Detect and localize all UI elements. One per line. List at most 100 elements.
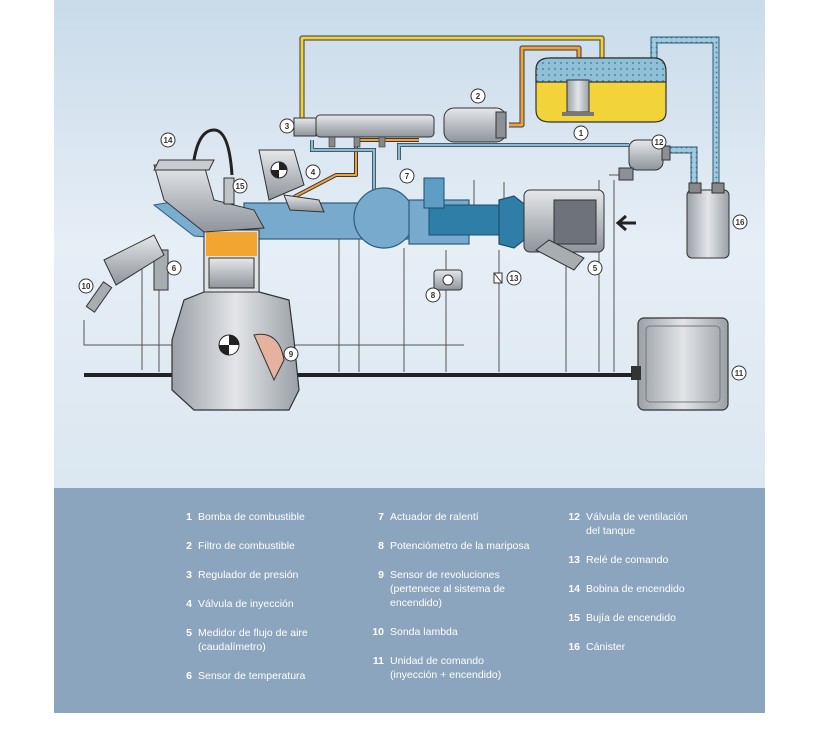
- engine: [153, 229, 300, 411]
- legend-item: 1 Bomba de combustible: [174, 510, 364, 524]
- command-relay: [493, 272, 503, 284]
- air-flow-meter: [523, 189, 605, 271]
- callout-9: 9: [283, 346, 299, 362]
- legend-number: 5: [186, 627, 192, 639]
- legend-number: 12: [568, 511, 580, 523]
- svg-text:2: 2: [476, 92, 481, 101]
- svg-text:13: 13: [510, 274, 519, 283]
- airflow-arrow-icon: [615, 214, 636, 232]
- legend-number: 11: [372, 655, 384, 667]
- legend-text: Medidor de flujo de aire (caudalímetro): [198, 627, 308, 653]
- legend-item: 16 Cánister: [562, 640, 752, 654]
- legend-column-2: 7 Actuador de ralentí 8 Potenciómetro de l…: [366, 510, 556, 682]
- legend-item: 13 Relé de comando: [562, 553, 752, 567]
- legend-text: Sensor de temperatura: [198, 670, 306, 682]
- legend-number: 1: [186, 511, 192, 523]
- legend-text: Bomba de combustible: [198, 511, 305, 523]
- legend-number: 14: [568, 583, 580, 595]
- cylinder-head: [153, 128, 325, 233]
- svg-text:10: 10: [82, 282, 91, 291]
- svg-text:7: 7: [405, 172, 410, 181]
- legend-number: 8: [378, 540, 384, 552]
- system-diagram: 1 2 3 4 5 6 7 8 9 10 11 12 13 14 15 16: [54, 0, 765, 488]
- svg-text:11: 11: [735, 369, 744, 378]
- legend-number: 9: [378, 569, 384, 581]
- legend-item: 8 Potenciómetro de la mariposa: [366, 539, 556, 553]
- callout-16: 16: [732, 214, 748, 230]
- callout-11: 11: [731, 365, 747, 381]
- legend-item: 5 Medidor de flujo de aire (caudalímetro): [174, 626, 364, 654]
- callout-5: 5: [587, 260, 603, 276]
- legend-text: Sonda lambda: [390, 626, 458, 638]
- svg-text:5: 5: [593, 264, 598, 273]
- legend-text: Bujía de encendido: [586, 612, 676, 624]
- vapor-line: [310, 140, 629, 200]
- legend-number: 2: [186, 540, 192, 552]
- legend-item: 3 Regulador de presión: [174, 568, 364, 582]
- svg-text:15: 15: [236, 182, 245, 191]
- callout-10: 10: [78, 278, 94, 294]
- legend-text: Bobina de encendido: [586, 583, 685, 595]
- legend-item: 4 Válvula de inyección: [174, 597, 364, 611]
- legend-item: 2 Filtro de combustible: [174, 539, 364, 553]
- canister-tubes: [650, 36, 720, 185]
- legend-text: Actuador de ralentí: [390, 511, 479, 523]
- svg-text:8: 8: [431, 291, 436, 300]
- legend-text: Regulador de presión: [198, 569, 299, 581]
- callout-1: 1: [573, 125, 589, 141]
- callout-6: 6: [166, 260, 182, 276]
- svg-text:16: 16: [736, 218, 745, 227]
- legend-item: 14 Bobina de encendido: [562, 582, 752, 596]
- legend-item: 11 Unidad de comando (inyección + encendi…: [366, 654, 556, 682]
- legend-text: Relé de comando: [586, 554, 669, 566]
- canister: [686, 182, 730, 259]
- svg-text:1: 1: [579, 129, 584, 138]
- callout-4: 4: [305, 164, 321, 180]
- callout-12: 12: [651, 134, 667, 150]
- legend-text: Cánister: [586, 641, 626, 653]
- throttle-potentiometer: [433, 269, 463, 291]
- callout-8: 8: [425, 287, 441, 303]
- legend-number: 7: [378, 511, 384, 523]
- callout-7: 7: [399, 168, 415, 184]
- legend-item: 15 Bujía de encendido: [562, 611, 752, 625]
- callout-2: 2: [470, 88, 486, 104]
- legend-panel: 1 Bomba de combustible 2 Filtro de combust…: [54, 488, 765, 713]
- legend-item: 7 Actuador de ralentí: [366, 510, 556, 524]
- legend-text: Sensor de revoluciones (pertenece al sis…: [390, 569, 505, 609]
- svg-text:12: 12: [655, 138, 664, 147]
- fuel-lines: [293, 35, 605, 199]
- legend-column-1: 1 Bomba de combustible 2 Filtro de combust…: [174, 510, 364, 683]
- legend-item: 9 Sensor de revoluciones (pertenece al si…: [366, 568, 556, 610]
- callout-3: 3: [279, 118, 295, 134]
- legend-number: 4: [186, 598, 192, 610]
- callout-markers: 1 2 3 4 5 6 7 8 9 10 11 12 13 14 15 16: [78, 88, 748, 381]
- svg-text:4: 4: [311, 168, 316, 177]
- callout-15: 15: [232, 178, 248, 194]
- svg-text:14: 14: [164, 136, 173, 145]
- legend-number: 15: [568, 612, 580, 624]
- lambda-sensor: [85, 234, 165, 313]
- legend-text: Válvula de inyección: [198, 598, 294, 610]
- callout-13: 13: [506, 270, 522, 286]
- figure: 1 2 3 4 5 6 7 8 9 10 11 12 13 14 15 16 1…: [54, 0, 765, 713]
- control-unit: [631, 317, 729, 411]
- legend-number: 6: [186, 670, 192, 682]
- svg-text:6: 6: [172, 264, 177, 273]
- fuel-tank: [535, 57, 667, 123]
- legend-text: Unidad de comando (inyección + encendido…: [390, 655, 502, 681]
- fuel-filter: [443, 107, 507, 143]
- legend-number: 13: [568, 554, 580, 566]
- legend-number: 10: [372, 626, 384, 638]
- legend-number: 16: [568, 641, 580, 653]
- legend-item: 6 Sensor de temperatura: [174, 669, 364, 683]
- legend-item: 10 Sonda lambda: [366, 625, 556, 639]
- legend-number: 3: [186, 569, 192, 581]
- svg-text:9: 9: [289, 350, 294, 359]
- legend-text: Filtro de combustible: [198, 540, 295, 552]
- callout-14: 14: [160, 132, 176, 148]
- svg-text:3: 3: [285, 122, 290, 131]
- legend-text: Potenciómetro de la mariposa: [390, 540, 530, 552]
